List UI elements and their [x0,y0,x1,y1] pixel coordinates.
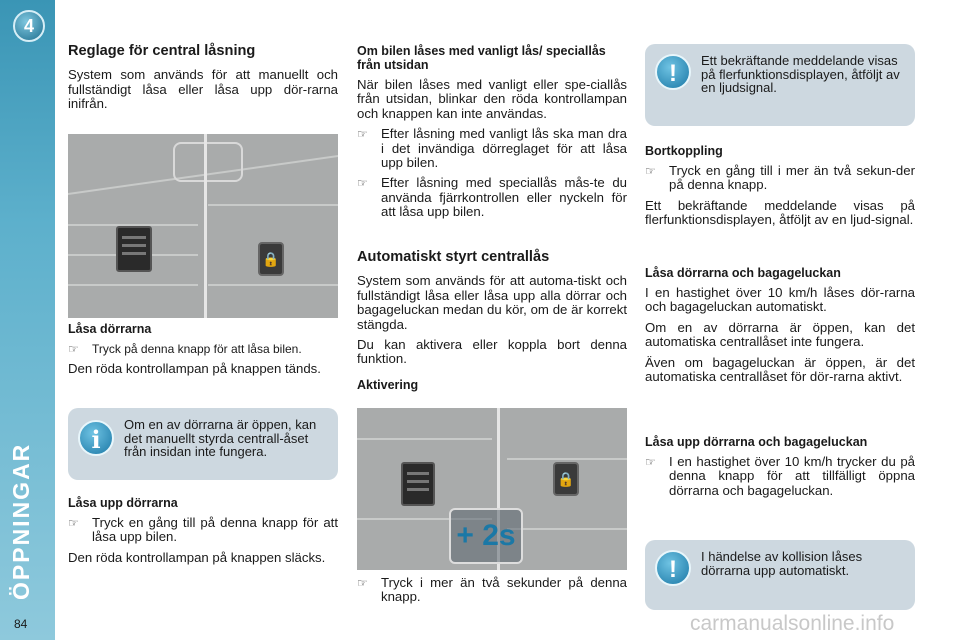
deactivation-text: Ett bekräftande meddelande visas på fler… [645,197,915,228]
info-note-text: Om en av dörrarna är öppen, kan det manu… [124,417,317,460]
column-2-auto: Automatiskt styrt centrallås System som … [357,249,627,373]
deactivation-heading: Bortkoppling [645,144,723,158]
outside-bullet-1: ☞ Efter låsning med vanligt lås ska man … [357,127,627,170]
activation-bullet: ☞ Tryck i mer än två sekunder på denna k… [357,575,627,605]
outside-bullet-2-text: Efter låsning med speciallås mås-te du a… [381,175,627,220]
padlock-icon: 🔒 [258,242,284,276]
unlock-all-bullet: ☞ I en hastighet över 10 km/h trycker du… [645,454,915,498]
unlock-doors-heading: Låsa upp dörrarna [68,496,178,510]
unlock-bullet-text: Tryck en gång till på denna knapp för at… [92,515,338,545]
unlock-result-text: Den röda kontrollampan på knappen släcks… [68,549,326,565]
lock-doors-heading: Låsa dörrarna [68,322,152,336]
column-3: Bortkoppling ☞ Tryck en gång till i mer … [645,144,915,234]
lock-rocker-switch [401,462,435,506]
watermark: carmanualsonline.info [690,612,895,635]
column-3-lock-all: Låsa dörrarna och bagageluckan I en hast… [645,266,915,390]
warning-note-bottom: ! I händelse av kollision låses dörrarna… [645,540,915,610]
unlock-all-heading: Låsa upp dörrarna och bagageluckan [645,435,868,449]
activation-heading: Aktivering [357,378,419,392]
auto-lock-text-1: System som används för att automa-tiskt … [357,273,627,332]
press-two-seconds-label: + 2s [449,508,523,564]
pointing-hand-icon: ☞ [357,176,368,191]
outside-bullet-1-text: Efter låsning med vanligt lås ska man dr… [381,126,627,171]
pointing-hand-icon: ☞ [68,516,79,530]
activation-block: Aktivering [357,378,627,398]
unlock-all-bullet-text: I en hastighet över 10 km/h trycker du p… [669,454,915,498]
lock-all-text-3: Även om bagageluckan är öppen, är det au… [645,354,915,385]
info-note: i Om en av dörrarna är öppen, kan det ma… [68,408,338,480]
padlock-icon: 🔒 [553,462,579,496]
section-heading-central-locking: Reglage för central låsning [68,43,256,59]
outside-lock-text: När bilen låses med vanligt eller spe-ci… [357,77,627,121]
unlock-bullet: ☞ Tryck en gång till på denna knapp för … [68,515,338,545]
activation-bullet-text: Tryck i mer än två sekunder på denna kna… [381,575,627,605]
pointing-hand-icon: ☞ [645,164,656,178]
activation-instruction: ☞ Tryck i mer än två sekunder på denna k… [357,575,627,611]
deactivation-bullet: ☞ Tryck en gång till i mer än två sekun-… [645,163,915,193]
chapter-title: ÖPPNINGAR [8,442,34,600]
pointing-hand-icon: ☞ [68,342,79,356]
column-2: Om bilen låses med vanligt lås/ speciall… [357,44,627,226]
warning-note-bottom-text: I händelse av kollision låses dörrarna u… [701,549,863,578]
lock-switch-photo: 🔒 [68,134,338,318]
column-3-unlock-all: Låsa upp dörrarna och bagageluckan ☞ I e… [645,435,915,504]
lock-bullet: ☞ Tryck på denna knapp för att låsa bile… [68,342,338,356]
outside-lock-heading: Om bilen låses med vanligt lås/ speciall… [357,44,606,72]
chapter-title-vertical: ÖPPNINGAR [8,443,48,610]
lock-rocker-switch [116,226,152,272]
outside-bullet-2: ☞ Efter låsning med speciallås mås-te du… [357,176,627,219]
lock-bullet-text: Tryck på denna knapp för att låsa bilen. [92,342,302,356]
warning-note-top: ! Ett bekräftande meddelande visas på fl… [645,44,915,126]
lock-result-text: Den röda kontrollampan på knappen tänds. [68,361,321,377]
column-1-lock: Låsa dörrarna ☞ Tryck på denna knapp för… [68,322,338,383]
page-number: 84 [14,617,28,631]
chapter-number-badge: 4 [13,10,45,42]
lock-all-heading: Låsa dörrarna och bagageluckan [645,266,841,280]
column-1-unlock: Låsa upp dörrarna ☞ Tryck en gång till p… [68,496,338,571]
pointing-hand-icon: ☞ [357,127,368,142]
lock-all-text-2: Om en av dörrarna är öppen, kan det auto… [645,319,915,350]
column-1: Reglage för central låsning System som a… [68,43,338,118]
exclamation-icon: ! [655,54,691,90]
warning-note-top-text: Ett bekräftande meddelande visas på fler… [701,53,900,96]
chapter-sidebar: 4 ÖPPNINGAR 84 [0,0,55,640]
intro-text: System som används för att manuellt och … [68,67,338,112]
deactivation-bullet-text: Tryck en gång till i mer än två sekun-de… [669,163,915,193]
section-heading-auto-lock: Automatiskt styrt centrallås [357,249,550,265]
pointing-hand-icon: ☞ [357,576,368,590]
exclamation-icon: ! [655,550,691,586]
activation-photo: 🔒 + 2s [357,408,627,570]
auto-lock-text-2: Du kan aktivera eller koppla bort denna … [357,337,627,367]
lock-all-text-1: I en hastighet över 10 km/h låses dör-ra… [645,285,915,315]
info-icon: i [78,420,114,456]
pointing-hand-icon: ☞ [645,455,656,469]
